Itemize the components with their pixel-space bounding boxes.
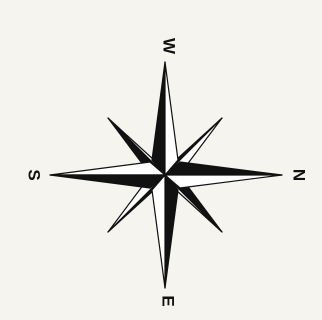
label-e: E xyxy=(159,295,178,306)
label-w: W xyxy=(160,38,179,55)
label-s: S xyxy=(25,169,44,180)
label-n: N xyxy=(290,169,309,181)
